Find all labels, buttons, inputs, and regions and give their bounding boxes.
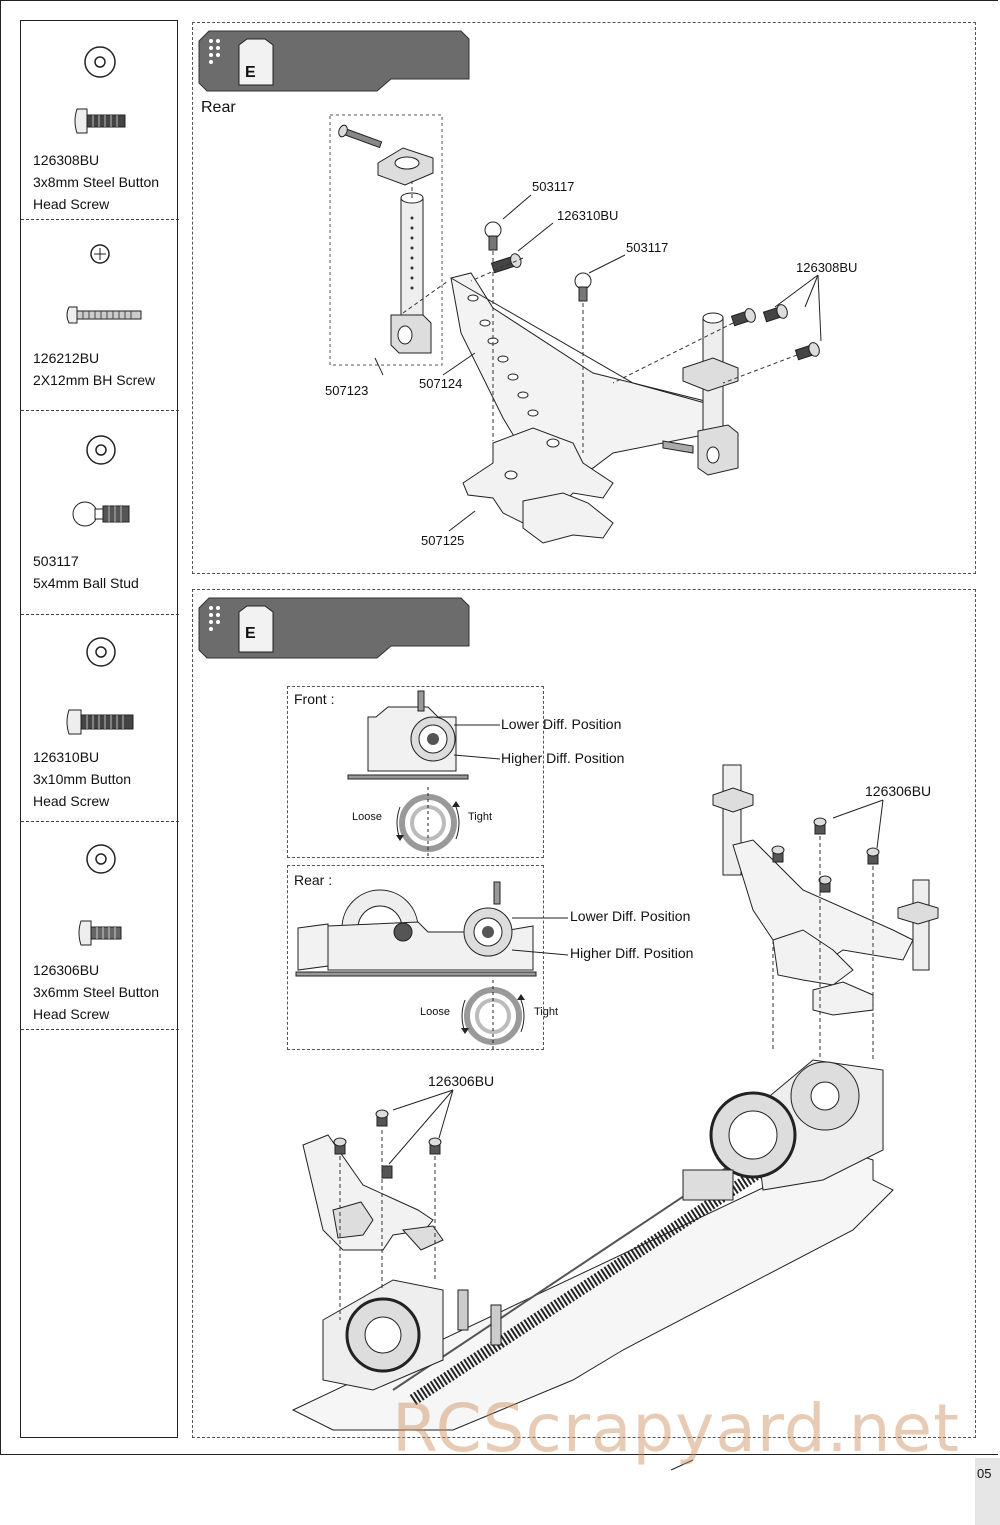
callout-126306bu-left: 126306BU — [428, 1073, 495, 1089]
part-description: 3x6mm Steel Button — [33, 984, 160, 1000]
loose-label: Loose — [352, 811, 382, 823]
part-503117: 503117 5x4mm Ball Stud — [21, 410, 179, 615]
part-code: 126308BU — [33, 152, 100, 168]
phillips-head-icon — [90, 244, 110, 264]
washer-icon — [84, 46, 116, 78]
bag-letter: E — [245, 625, 256, 642]
loose-label: Loose — [420, 1006, 450, 1018]
callout-507123: 507123 — [325, 383, 369, 398]
part-126212bu: 126212BU 2X12mm BH Screw — [21, 219, 179, 411]
part-description: 5x4mm Ball Stud — [33, 575, 139, 591]
detail-title: Rear : — [294, 872, 333, 888]
rear-higher-diff-position: Higher Diff. Position — [570, 945, 694, 961]
detail-title: Front : — [294, 691, 335, 707]
part-code: 126310BU — [33, 749, 100, 765]
rear-body-mount-drawing — [329, 114, 822, 544]
button-head-screw-icon — [66, 709, 134, 735]
callout-126310bu: 126310BU — [557, 208, 619, 223]
washer-icon — [86, 637, 116, 667]
part-description: 3x10mm Button — [33, 771, 132, 787]
callout-507124: 507124 — [419, 376, 463, 391]
ball-stud-icon — [72, 501, 130, 527]
part-description: Head Screw — [33, 196, 110, 212]
page-frame — [0, 0, 998, 1455]
rear-diff-drawing — [295, 881, 569, 1051]
page-number: 05 — [977, 1466, 992, 1481]
callout-126308bu: 126308BU — [796, 260, 858, 275]
callout-126306bu-right: 126306BU — [865, 783, 932, 799]
part-description: Head Screw — [33, 793, 110, 809]
page-number-tab: 05 — [975, 1458, 1000, 1525]
part-description: Head Screw — [33, 1006, 110, 1022]
part-description: 2X12mm BH Screw — [33, 372, 156, 388]
bag-e-tab — [198, 30, 470, 92]
part-126308bu: 126308BU 3x8mm Steel Button Head Screw — [21, 21, 179, 220]
step-rear-body-mount-panel: E Rear — [192, 22, 976, 574]
rear-diff-detail: Rear : Loose Tight — [287, 865, 569, 1051]
callout-507125: 507125 — [421, 533, 465, 548]
long-screw-icon — [66, 306, 142, 324]
button-head-screw-icon — [74, 108, 126, 134]
front-lower-diff-position: Lower Diff. Position — [501, 716, 622, 732]
part-code: 126306BU — [33, 962, 100, 978]
part-code: 503117 — [33, 553, 79, 569]
tight-label: Tight — [534, 1006, 559, 1018]
bag-e-tab — [198, 597, 470, 659]
part-description: 3x8mm Steel Button — [33, 174, 160, 190]
front-higher-diff-position: Higher Diff. Position — [501, 750, 625, 766]
front-diff-drawing — [347, 690, 501, 859]
washer-icon — [86, 844, 116, 874]
callout-503117-b: 503117 — [626, 240, 669, 255]
chassis-assembly-drawing — [291, 764, 939, 1471]
front-diff-detail: Front : Loose Tight — [287, 686, 544, 859]
step-diff-position-panel: E Front : Loose Tight Lower Diff. Positi… — [192, 589, 976, 1471]
tight-label: Tight — [468, 811, 493, 823]
bag-letter: E — [245, 64, 256, 81]
part-126310bu: 126310BU 3x10mm Button Head Screw — [21, 614, 179, 822]
callout-503117-a: 503117 — [532, 179, 575, 194]
part-code: 126212BU — [33, 350, 100, 366]
watermark: RCScrapyard.net — [392, 1390, 960, 1467]
step-title: Rear — [201, 99, 236, 116]
parts-sidebar: 126308BU 3x8mm Steel Button Head Screw 1… — [20, 20, 179, 1438]
short-screw-icon — [78, 920, 122, 946]
washer-icon — [86, 435, 116, 465]
rear-lower-diff-position: Lower Diff. Position — [570, 908, 691, 924]
part-126306bu: 126306BU 3x6mm Steel Button Head Screw — [21, 821, 179, 1030]
